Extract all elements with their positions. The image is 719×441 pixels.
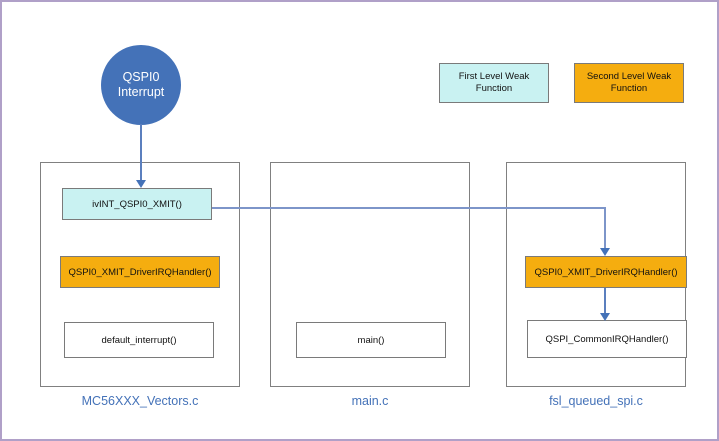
connector-driver-to-common-handler (604, 288, 606, 316)
legend-second-label-line2: Function (610, 83, 648, 94)
function-label: QSPI_CommonIRQHandler() (545, 333, 669, 345)
legend-second-label-line1: Second Level Weak (586, 71, 672, 82)
arrowhead-into-vector-icon (136, 180, 146, 188)
function-label: QSPI0_XMIT_DriverIRQHandler() (534, 266, 678, 278)
connector-vector-to-driver-vertical (604, 207, 606, 253)
function-box-main[interactable]: main() (296, 322, 446, 358)
connector-interrupt-to-vector (140, 124, 142, 186)
function-label: default_interrupt() (101, 334, 177, 346)
arrowhead-into-common-handler-icon (600, 313, 610, 321)
legend-first-label-line2: Function (475, 83, 513, 94)
file-label-fsl: fsl_queued_spi.c (549, 394, 643, 408)
interrupt-source-label-line2: Interrupt (117, 85, 165, 99)
function-box-vectors-driver-irq-handler[interactable]: QSPI0_XMIT_DriverIRQHandler() (60, 256, 220, 288)
connector-vector-to-driver-horizontal (212, 207, 606, 209)
function-box-fsl-driver-irq-handler[interactable]: QSPI0_XMIT_DriverIRQHandler() (525, 256, 687, 288)
arrowhead-into-driver-handler-icon (600, 248, 610, 256)
file-container-main (270, 162, 470, 387)
function-box-qspi-common-irq-handler[interactable]: QSPI_CommonIRQHandler() (527, 320, 687, 358)
legend-first-label-line1: First Level Weak (458, 71, 530, 82)
function-box-default-interrupt[interactable]: default_interrupt() (64, 322, 214, 358)
interrupt-source-label-line1: QSPI0 (122, 70, 160, 84)
function-box-ivint-qspi0-xmit[interactable]: ivINT_QSPI0_XMIT() (62, 188, 212, 220)
legend-second-level-weak-function: Second Level Weak Function (574, 63, 684, 103)
function-label: QSPI0_XMIT_DriverIRQHandler() (68, 266, 212, 278)
legend-first-level-weak-function: First Level Weak Function (439, 63, 549, 103)
function-label: main() (357, 334, 385, 346)
file-label-vectors: MC56XXX_Vectors.c (81, 394, 199, 408)
file-label-main: main.c (351, 394, 389, 408)
interrupt-source-node: QSPI0 Interrupt (101, 45, 181, 125)
function-label: ivINT_QSPI0_XMIT() (92, 198, 182, 210)
